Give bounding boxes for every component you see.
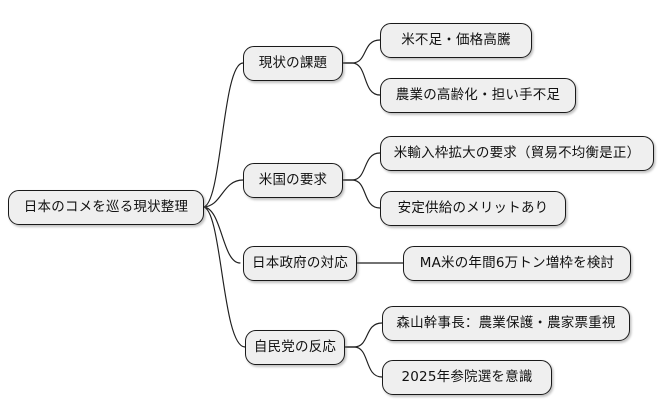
node-root[interactable]: 日本のコメを巡る現状整理 [8, 190, 204, 225]
node-leaf-moriyama-kanjicho[interactable]: 森山幹事長：農業保護・農家票重視 [382, 306, 630, 341]
node-leaf-nogyo-koreika-ninaite-busoku[interactable]: 農業の高齢化・担い手不足 [380, 78, 576, 113]
edge-root-to-branch-4 [202, 206, 246, 348]
node-leaf-antei-kyokyu-merit[interactable]: 安定供給のメリットあり [380, 191, 566, 226]
edge-branch-2-to-leaf-2 [342, 179, 381, 209]
edge-branch-1-to-leaf-1 [342, 39, 381, 64]
node-leaf-2025-sangiin-sen[interactable]: 2025年参院選を意識 [382, 360, 552, 395]
edge-branch-2-to-leaf-1 [342, 152, 381, 181]
node-branch-1-label: 現状の課題 [258, 54, 328, 71]
node-leaf-kome-busoku-kakaku-koto[interactable]: 米不足・価格高騰 [380, 23, 532, 58]
node-branch-genjo-no-kadai[interactable]: 現状の課題 [243, 46, 343, 81]
node-branch-beikoku-no-yokyu[interactable]: 米国の要求 [243, 163, 343, 198]
node-leaf-1-1-label: 米不足・価格高騰 [401, 31, 511, 48]
node-leaf-4-1-label: 森山幹事長：農業保護・農家票重視 [396, 314, 616, 331]
node-branch-2-label: 米国の要求 [258, 171, 328, 188]
node-leaf-2-1-label: 米輸入枠拡大の要求（貿易不均衡是正） [393, 144, 641, 161]
node-leaf-2-2-label: 安定供給のメリットあり [397, 199, 549, 216]
node-leaf-4-2-label: 2025年参院選を意識 [401, 368, 533, 385]
edge-root-to-branch-1 [202, 62, 244, 208]
edge-branch-1-to-leaf-2 [342, 62, 381, 96]
edge-branch-4-to-leaf-2 [344, 346, 383, 378]
node-branch-4-label: 自民党の反応 [253, 338, 337, 355]
node-leaf-ma-mai-zowaku-kento[interactable]: MA米の年間6万トン増枠を検討 [403, 246, 631, 281]
node-branch-nihon-seifu-no-taio[interactable]: 日本政府の対応 [243, 246, 357, 281]
edge-branch-4-to-leaf-1 [344, 322, 383, 348]
edge-root-to-branch-3 [202, 206, 241, 264]
node-branch-3-label: 日本政府の対応 [252, 254, 348, 271]
node-leaf-3-1-label: MA米の年間6万トン増枠を検討 [419, 254, 615, 271]
node-root-label: 日本のコメを巡る現状整理 [23, 198, 189, 215]
node-branch-jimin-to-no-hanno[interactable]: 自民党の反応 [245, 330, 345, 365]
node-leaf-1-2-label: 農業の高齢化・担い手不足 [395, 86, 561, 103]
node-leaf-kome-yunyuwaku-kakudai[interactable]: 米輸入枠拡大の要求（貿易不均衡是正） [380, 136, 654, 171]
edge-root-to-branch-2 [202, 179, 244, 208]
